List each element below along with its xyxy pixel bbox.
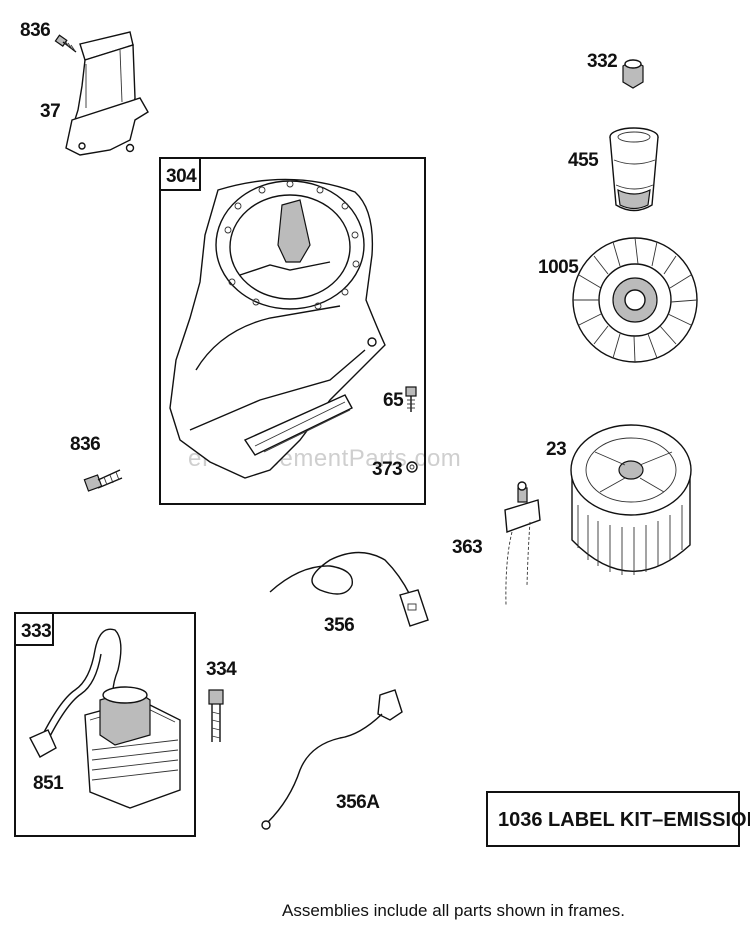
ignition-armature-icon[interactable] <box>29 628 181 809</box>
screw-334-icon[interactable] <box>208 689 224 742</box>
label-332: 332 <box>587 51 617 72</box>
frame-304 <box>159 157 426 505</box>
footnote: Assemblies include all parts shown in fr… <box>282 901 625 920</box>
nut-332-icon[interactable] <box>622 59 644 89</box>
label-836-top: 836 <box>20 20 50 41</box>
flywheel-23-icon[interactable] <box>570 424 692 575</box>
blower-housing-icon[interactable] <box>169 178 386 479</box>
label-kit-text: 1036 LABEL KIT–EMISSION <box>498 809 750 831</box>
label-836-mid: 836 <box>70 434 100 455</box>
label-356A: 356A <box>336 792 380 813</box>
screw-836-top-icon[interactable] <box>54 34 77 53</box>
frame-333 <box>14 612 196 837</box>
frame-333-label-box <box>14 612 54 646</box>
label-23: 23 <box>546 439 566 460</box>
frame-304-label-box <box>159 157 201 191</box>
label-363: 363 <box>452 537 482 558</box>
label-kit-box <box>486 791 740 847</box>
wire-356A-icon[interactable] <box>261 689 403 830</box>
label-333: 333 <box>21 621 51 642</box>
fan-1005-icon[interactable] <box>572 237 698 363</box>
label-65: 65 <box>383 390 404 411</box>
screw-836-mid-icon[interactable] <box>83 469 123 492</box>
label-334: 334 <box>206 659 237 680</box>
wire-356-icon[interactable] <box>269 551 429 627</box>
baffle-37-icon[interactable] <box>65 31 149 156</box>
cup-455-icon[interactable] <box>609 127 659 212</box>
label-304: 304 <box>166 166 197 187</box>
label-455: 455 <box>568 150 599 171</box>
screw-65-icon[interactable] <box>405 386 417 412</box>
label-1005: 1005 <box>538 257 579 278</box>
label-37: 37 <box>40 101 60 122</box>
label-373: 373 <box>372 459 402 480</box>
armature-363-icon[interactable] <box>504 481 541 606</box>
nut-373-icon[interactable] <box>406 461 418 473</box>
label-356: 356 <box>324 615 354 636</box>
label-851: 851 <box>33 773 64 794</box>
